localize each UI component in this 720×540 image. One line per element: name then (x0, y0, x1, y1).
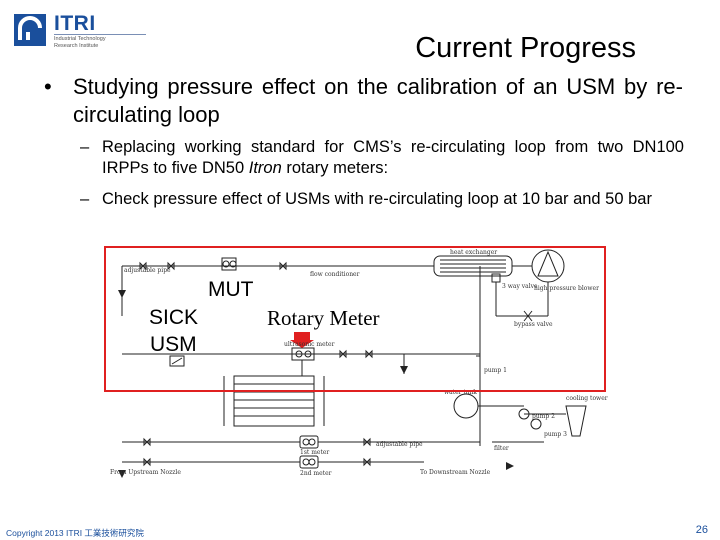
label-turbine-meter-2: 2nd meter (300, 470, 332, 477)
label-bypass-valve: bypass valve (514, 321, 553, 328)
label-sick: SICK (149, 306, 199, 329)
sub-bullet-text: Check pressure effect of USMs with re-ci… (102, 190, 652, 208)
sub-bullet-text: Replacing working standard for CMS’s re-… (102, 137, 684, 179)
itri-logo-icon (14, 14, 46, 46)
label-flow-conditioner: flow conditioner (310, 271, 360, 278)
label-to-downstream: To Downstream Nozzle (420, 469, 491, 476)
label-adjustable-pipe-2: adjustable pipe (376, 441, 423, 448)
logo-name: ITRI (54, 12, 96, 35)
dash-symbol: – (80, 190, 90, 208)
sub-bullet-italic: Itron (248, 159, 282, 177)
page-number: 26 (695, 524, 708, 536)
slide-title: Current Progress (415, 32, 636, 64)
footer-copyright: Copyright 2013 ITRI 工業技術研究院 (6, 528, 144, 538)
label-high-pressure-blower: high pressure blower (534, 285, 599, 292)
label-pump-3: pump 3 (544, 431, 567, 438)
label-turbine-meter-1: 1st meter (300, 449, 329, 456)
label-cooling-tower: cooling tower (566, 395, 608, 402)
sub-bullet-text-part: rotary meters: (281, 159, 389, 177)
logo-divider (54, 34, 146, 35)
label-pump-2: pump 2 (532, 413, 555, 420)
logo-subtitle-line-2: Research Institute (54, 42, 99, 49)
recirculating-loop-diagram: adjustable pipe flow conditioner heat ex… (110, 249, 608, 478)
label-heat-exchanger: heat exchanger (450, 249, 497, 256)
bullet-symbol: • (44, 74, 52, 99)
label-mut: MUT (208, 278, 254, 301)
label-pump-1: pump 1 (484, 367, 507, 374)
highlight-frame (104, 246, 606, 392)
label-3-way-valve: 3 way valve (502, 283, 538, 290)
label-rotary-meter: Rotary Meter (267, 306, 380, 330)
label-water-tank: water tank (444, 389, 477, 396)
label-usm: USM (150, 333, 197, 356)
label-ultrasonic-meter: ultrasonic meter (284, 341, 335, 348)
label-filter: filter (494, 445, 509, 452)
label-adjustable-pipe: adjustable pipe (124, 267, 171, 274)
logo-subtitle-line-1: Industrial Technology (54, 36, 106, 42)
label-from-upstream: From Upstream Nozzle (110, 469, 181, 476)
bullet-text: Studying pressure effect on the calibrat… (73, 74, 683, 127)
logo-subtitle: Industrial Technology Research Institute (54, 36, 106, 49)
dash-symbol: – (80, 138, 90, 156)
sub-bullet-text-part: Replacing working standard for CMS’s re-… (102, 138, 684, 177)
itri-logo: ITRI Industrial Technology Research Inst… (14, 12, 149, 50)
